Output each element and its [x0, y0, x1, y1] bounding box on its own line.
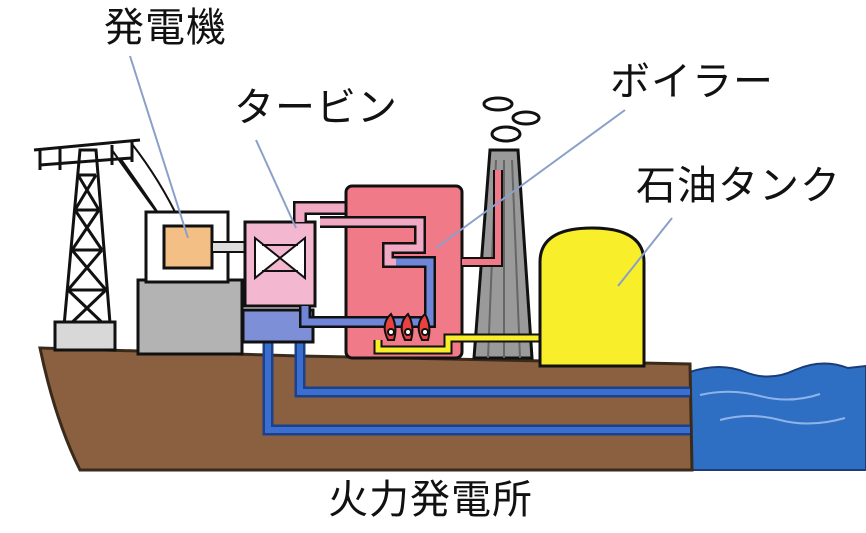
turbine-icon [254, 235, 306, 281]
ground [38, 346, 694, 472]
oil-tank [538, 226, 646, 368]
smoke-icon [482, 96, 541, 143]
flame-icon [383, 312, 431, 341]
chimney-flue-fill [462, 170, 501, 265]
sea-water [689, 362, 866, 471]
transmission-tower-icon [33, 138, 141, 349]
diagram-title: 火力発電所 [328, 477, 533, 523]
water-wave-lines [699, 390, 846, 425]
label-turbine: タービン [234, 85, 398, 131]
boiler-steam-pipe-fill [320, 218, 424, 266]
label-oil-tank: 石油タンク [636, 163, 841, 209]
tower-base [53, 320, 117, 352]
generator [162, 224, 214, 270]
cooling-water-pipe-outer-fill [265, 330, 690, 433]
label-boiler: ボイラー [610, 59, 774, 105]
label-generator: 発電機 [104, 5, 227, 51]
oil-pipe-fill [375, 335, 540, 353]
boiler-return-pipe-fill [301, 258, 434, 326]
generator-building [136, 278, 244, 356]
cooling-water-pipe-inner-fill [297, 330, 690, 395]
leader-lines [129, 55, 673, 287]
